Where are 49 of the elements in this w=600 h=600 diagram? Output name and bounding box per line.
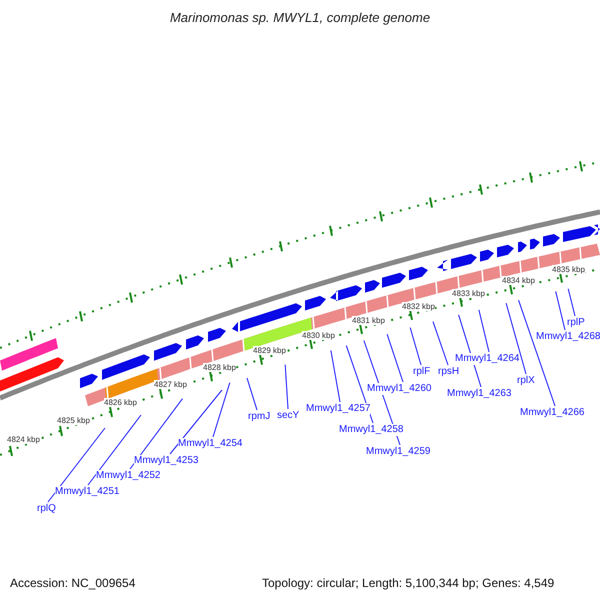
leader-line xyxy=(284,364,288,410)
gene-label: Mmwyl1_4260 xyxy=(367,383,432,395)
gene-label: Mmwyl1_4264 xyxy=(455,353,520,365)
gene-label: Mmwyl1_4254 xyxy=(178,438,242,450)
gene-label: Mmwyl1_4266 xyxy=(520,407,584,419)
leader-line xyxy=(506,302,526,374)
gene-label: Mmwyl1_4257 xyxy=(306,403,370,415)
leader-line xyxy=(478,309,490,352)
leader-line xyxy=(48,428,106,502)
leader-line xyxy=(555,290,566,330)
position-label: 4824 kbp xyxy=(7,435,40,444)
gene-label: Mmwyl1_4251 xyxy=(55,486,120,498)
leader-line xyxy=(330,350,340,402)
position-label: 4832 kbp xyxy=(402,302,435,311)
position-label: 4834 kbp xyxy=(502,276,535,285)
gene-label: rpmJ xyxy=(248,411,270,423)
leader-line xyxy=(212,382,230,438)
title: Marinomonas sp. MWYL1, complete genome xyxy=(168,10,432,25)
position-label: 4829 kbp xyxy=(253,346,286,355)
gene-label: rplX xyxy=(517,375,535,387)
gene-label: Mmwyl1_4258 xyxy=(339,424,404,436)
gene-label: rpsH xyxy=(438,366,460,378)
gene-label: Mmwyl1_4263 xyxy=(447,388,512,400)
leader-line xyxy=(432,321,448,366)
gene-label: Mmwyl1_4252 xyxy=(96,470,160,482)
footer-text: Accession: NC_009654 xyxy=(10,576,136,591)
gene-label: Mmwyl1_4268 xyxy=(536,331,600,343)
position-label: 4826 kbp xyxy=(104,398,137,407)
leader-line xyxy=(130,398,183,470)
leader-line xyxy=(170,390,222,454)
leader-line xyxy=(410,327,422,366)
leader-line xyxy=(518,300,556,406)
position-label: 4835 kbp xyxy=(552,265,585,274)
gene-label: Mmwyl1_4259 xyxy=(366,446,430,458)
gene-label: rplF xyxy=(413,366,430,378)
leader-line xyxy=(88,414,142,486)
position-label: 4831 kbp xyxy=(352,316,385,325)
gene-label: rplQ xyxy=(37,503,56,515)
gene-label: rplP xyxy=(567,317,585,329)
position-label: 4825 kbp xyxy=(57,416,90,425)
position-label: 4830 kbp xyxy=(302,331,335,340)
position-label: 4833 kbp xyxy=(452,289,485,298)
leader-line xyxy=(246,378,258,410)
position-label: 4828 kbp xyxy=(203,363,236,372)
leader-line xyxy=(568,288,576,316)
footer-text: Topology: circular; Length: 5,100,344 bp; Genes: 4,549 xyxy=(262,576,554,591)
position-label: 4827 kbp xyxy=(154,380,187,389)
leader-line xyxy=(386,334,404,382)
gene-label: Mmwyl1_4253 xyxy=(134,455,198,467)
